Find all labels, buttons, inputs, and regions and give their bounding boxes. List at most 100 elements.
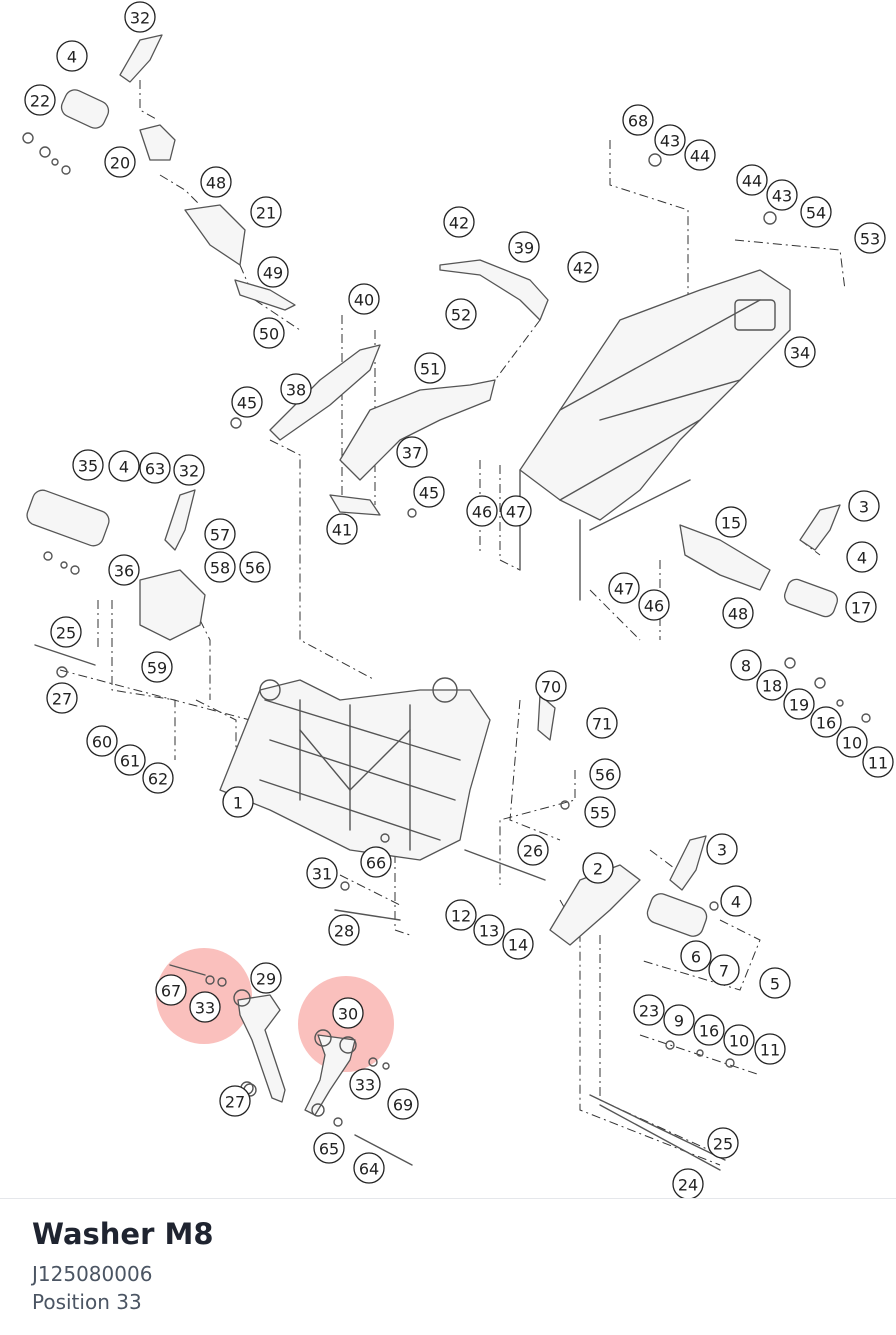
callout-49[interactable]: 49 — [257, 256, 289, 288]
callout-32[interactable]: 32 — [124, 1, 156, 33]
callout-47[interactable]: 47 — [500, 495, 532, 527]
callout-3[interactable]: 3 — [848, 490, 880, 522]
callout-39[interactable]: 39 — [508, 231, 540, 263]
callout-ring — [173, 454, 205, 486]
callout-63[interactable]: 63 — [139, 452, 171, 484]
callout-label: 27 — [52, 690, 72, 709]
callout-34[interactable]: 34 — [784, 336, 816, 368]
callout-71[interactable]: 71 — [586, 707, 618, 739]
callout-41[interactable]: 41 — [326, 513, 358, 545]
callout-22[interactable]: 22 — [24, 84, 56, 116]
callout-25[interactable]: 25 — [707, 1127, 739, 1159]
callout-42[interactable]: 42 — [443, 206, 475, 238]
callout-27[interactable]: 27 — [46, 682, 78, 714]
callout-23[interactable]: 23 — [633, 994, 665, 1026]
callout-27[interactable]: 27 — [219, 1085, 251, 1117]
callout-9[interactable]: 9 — [663, 1004, 695, 1036]
callout-46[interactable]: 46 — [638, 589, 670, 621]
callout-19[interactable]: 19 — [783, 688, 815, 720]
callout-37[interactable]: 37 — [396, 436, 428, 468]
callout-51[interactable]: 51 — [414, 352, 446, 384]
callout-58[interactable]: 58 — [204, 551, 236, 583]
callout-25[interactable]: 25 — [50, 616, 82, 648]
callout-67[interactable]: 67 — [155, 974, 187, 1006]
callout-48[interactable]: 48 — [722, 597, 754, 629]
callout-17[interactable]: 17 — [845, 591, 877, 623]
callout-50[interactable]: 50 — [253, 317, 285, 349]
callout-21[interactable]: 21 — [250, 196, 282, 228]
callout-45[interactable]: 45 — [231, 386, 263, 418]
callout-36[interactable]: 36 — [108, 554, 140, 586]
callout-66[interactable]: 66 — [360, 846, 392, 878]
callout-33[interactable]: 33 — [189, 991, 221, 1023]
callout-26[interactable]: 26 — [517, 834, 549, 866]
callout-45[interactable]: 45 — [413, 476, 445, 508]
callout-4[interactable]: 4 — [108, 450, 140, 482]
callout-64[interactable]: 64 — [353, 1152, 385, 1184]
callout-55[interactable]: 55 — [584, 796, 616, 828]
callout-57[interactable]: 57 — [204, 518, 236, 550]
callout-label: 38 — [286, 381, 306, 400]
callout-33[interactable]: 33 — [349, 1068, 381, 1100]
callout-label: 49 — [263, 264, 283, 283]
callout-7[interactable]: 7 — [708, 954, 740, 986]
callout-62[interactable]: 62 — [142, 762, 174, 794]
callout-60[interactable]: 60 — [86, 725, 118, 757]
callout-47[interactable]: 47 — [608, 572, 640, 604]
callout-13[interactable]: 13 — [473, 914, 505, 946]
callout-35[interactable]: 35 — [72, 449, 104, 481]
callout-20[interactable]: 20 — [104, 146, 136, 178]
callout-61[interactable]: 61 — [114, 744, 146, 776]
callout-16[interactable]: 16 — [693, 1014, 725, 1046]
callout-29[interactable]: 29 — [250, 962, 282, 994]
callout-68[interactable]: 68 — [622, 104, 654, 136]
callout-44[interactable]: 44 — [684, 139, 716, 171]
callout-14[interactable]: 14 — [502, 928, 534, 960]
callout-44[interactable]: 44 — [736, 164, 768, 196]
callout-59[interactable]: 59 — [141, 651, 173, 683]
callout-ring — [759, 967, 791, 999]
callout-4[interactable]: 4 — [846, 541, 878, 573]
callout-31[interactable]: 31 — [306, 857, 338, 889]
callout-54[interactable]: 54 — [800, 196, 832, 228]
callout-5[interactable]: 5 — [759, 967, 791, 999]
callout-28[interactable]: 28 — [328, 914, 360, 946]
callout-1[interactable]: 1 — [222, 786, 254, 818]
callout-52[interactable]: 52 — [445, 298, 477, 330]
callout-43[interactable]: 43 — [654, 124, 686, 156]
callout-38[interactable]: 38 — [280, 373, 312, 405]
callout-2[interactable]: 2 — [582, 852, 614, 884]
callout-42[interactable]: 42 — [567, 251, 599, 283]
callout-56[interactable]: 56 — [589, 758, 621, 790]
callout-56[interactable]: 56 — [239, 551, 271, 583]
callout-69[interactable]: 69 — [387, 1088, 419, 1120]
callout-label: 32 — [130, 9, 150, 28]
callout-8[interactable]: 8 — [730, 649, 762, 681]
callout-30[interactable]: 30 — [332, 997, 364, 1029]
callout-label: 41 — [332, 521, 352, 540]
callout-65[interactable]: 65 — [313, 1132, 345, 1164]
callout-18[interactable]: 18 — [756, 669, 788, 701]
callout-ring — [730, 649, 762, 681]
callout-43[interactable]: 43 — [766, 179, 798, 211]
callout-70[interactable]: 70 — [535, 670, 567, 702]
callout-15[interactable]: 15 — [715, 506, 747, 538]
callout-53[interactable]: 53 — [854, 222, 886, 254]
callout-11[interactable]: 11 — [862, 746, 894, 778]
callout-ring — [353, 1152, 385, 1184]
callout-16[interactable]: 16 — [810, 706, 842, 738]
callout-6[interactable]: 6 — [680, 940, 712, 972]
callout-40[interactable]: 40 — [348, 283, 380, 315]
callout-3[interactable]: 3 — [706, 833, 738, 865]
callout-4[interactable]: 4 — [720, 885, 752, 917]
callout-46[interactable]: 46 — [466, 495, 498, 527]
callout-48[interactable]: 48 — [200, 166, 232, 198]
callout-12[interactable]: 12 — [445, 899, 477, 931]
callout-24[interactable]: 24 — [672, 1168, 704, 1198]
callout-4[interactable]: 4 — [56, 40, 88, 72]
callout-10[interactable]: 10 — [723, 1024, 755, 1056]
callout-10[interactable]: 10 — [836, 726, 868, 758]
callout-11[interactable]: 11 — [754, 1033, 786, 1065]
callout-32[interactable]: 32 — [173, 454, 205, 486]
callout-ring — [86, 725, 118, 757]
